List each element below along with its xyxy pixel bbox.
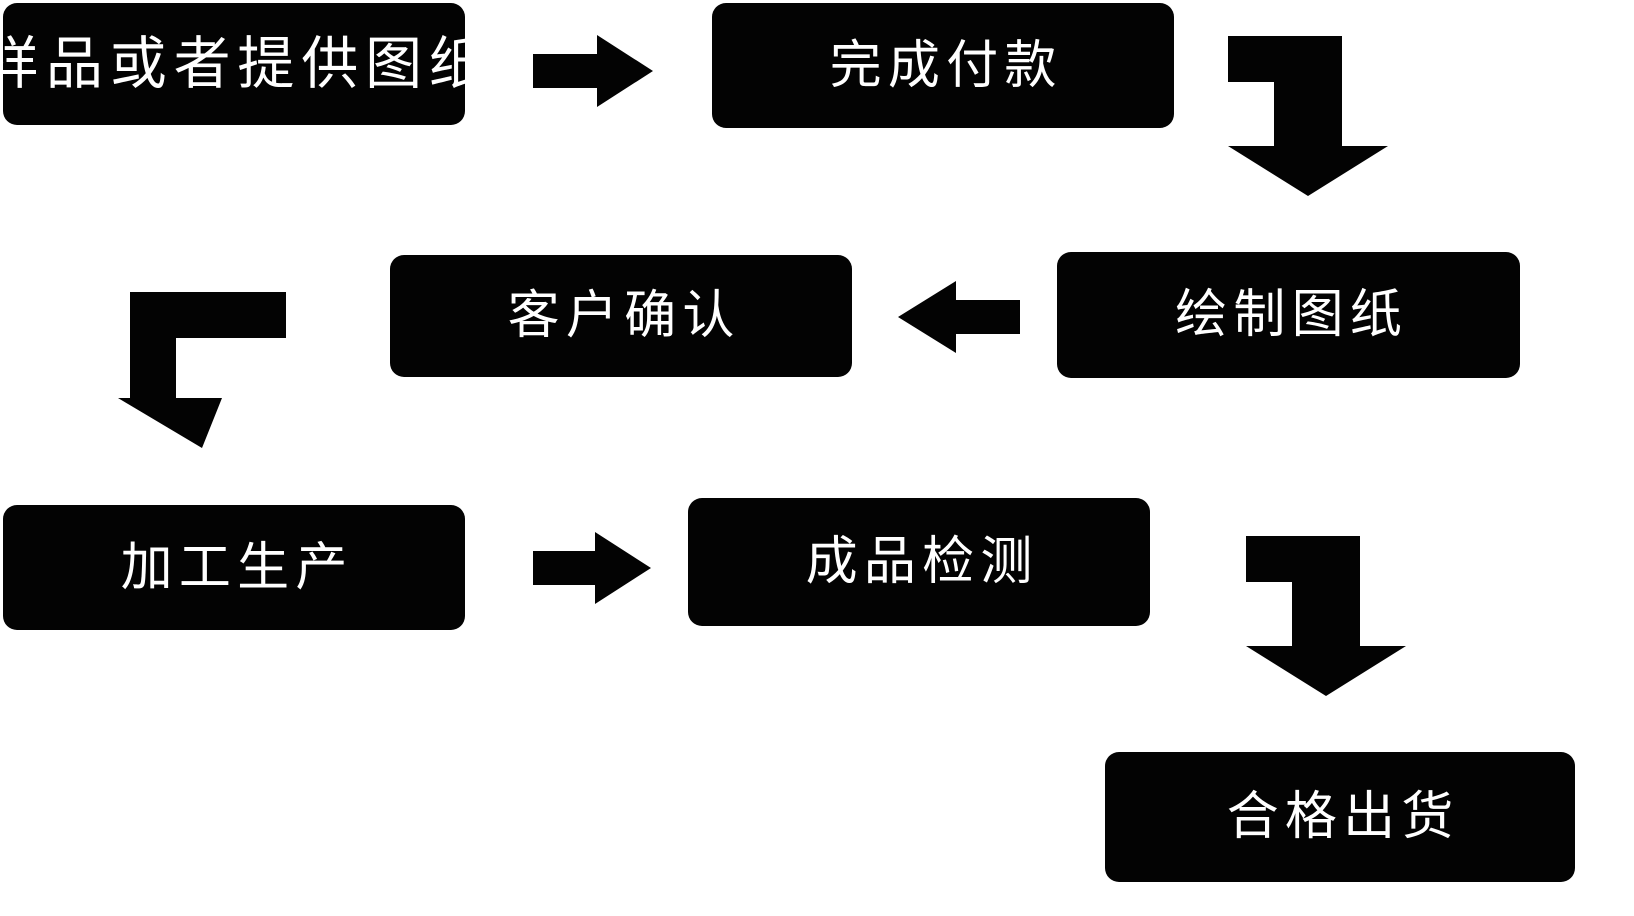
flow-node-production[interactable]: 加工生产 xyxy=(3,505,465,630)
flow-node-payment-label: 完成付款 xyxy=(829,36,1063,95)
flow-node-confirm[interactable]: 客户确认 xyxy=(390,255,852,377)
arrow-elbow-left-down-confirm-to-production-icon xyxy=(118,292,286,448)
arrow-left-drawing-to-confirm-icon xyxy=(898,281,1020,353)
flow-node-payment[interactable]: 完成付款 xyxy=(712,3,1174,128)
flow-node-inspection[interactable]: 成品检测 xyxy=(688,498,1150,626)
arrow-right-production-to-inspection-icon xyxy=(533,532,651,604)
flow-node-drawing[interactable]: 绘制图纸 xyxy=(1057,252,1520,378)
flow-node-inspection-label: 成品检测 xyxy=(805,533,1039,591)
flow-node-production-label: 加工生产 xyxy=(120,538,354,597)
arrow-elbow-right-down-inspection-to-shipment-icon xyxy=(1246,536,1406,696)
flow-node-confirm-label: 客户确认 xyxy=(507,287,741,345)
flow-node-drawing-label: 绘制图纸 xyxy=(1175,286,1409,344)
arrow-elbow-right-down-payment-to-drawing-icon xyxy=(1228,36,1388,196)
flow-node-shipment-label: 合格出货 xyxy=(1226,788,1460,846)
arrow-right-sample-to-payment-icon xyxy=(533,35,653,107)
flow-node-sample[interactable]: 样品或者提供图纸 xyxy=(0,3,486,125)
flow-node-sample-label: 样品或者提供图纸 xyxy=(0,31,493,96)
flow-node-shipment[interactable]: 合格出货 xyxy=(1105,752,1575,882)
